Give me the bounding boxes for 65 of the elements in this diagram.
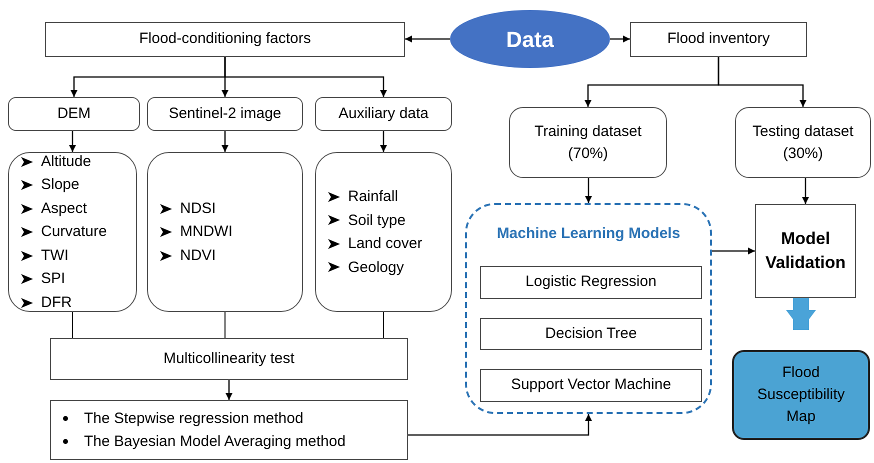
node-label: Multicollinearity test <box>164 348 294 369</box>
model-box <box>480 266 702 299</box>
node-label: Data <box>506 26 554 54</box>
arrow <box>380 131 387 152</box>
node-label: Aspect <box>41 198 87 219</box>
arrow <box>408 414 592 436</box>
node-label: The Bayesian Model Averaging method <box>84 432 346 452</box>
arrow <box>802 178 809 204</box>
block-arrow <box>786 298 816 330</box>
node-label: Decision Tree <box>545 324 637 344</box>
node-label: Soil type <box>348 210 406 230</box>
connector-line <box>72 312 73 338</box>
factor-list-box <box>8 152 137 312</box>
node-label: DEM <box>57 104 91 124</box>
model-group-box <box>465 203 712 414</box>
arrow <box>712 248 755 254</box>
node-label: Training dataset (70%) <box>533 122 642 164</box>
node-label: Land cover <box>348 234 422 254</box>
node-label: Slope <box>41 175 80 196</box>
factor-list-box <box>315 152 452 312</box>
validation-box <box>755 204 856 298</box>
arrow <box>222 131 228 152</box>
source-box <box>8 97 140 131</box>
group-title: Machine Learning Models <box>496 224 680 244</box>
connector-line <box>224 312 226 338</box>
node-label: Auxiliary data <box>338 104 429 124</box>
node-label: Geology <box>348 258 404 278</box>
node-label: Flood Susceptibility Map <box>756 363 846 427</box>
node-label: DFR <box>41 292 72 313</box>
node-label: Flood-conditioning factors <box>139 29 311 50</box>
arrow <box>224 57 387 97</box>
arrow <box>718 57 806 107</box>
source-box <box>315 97 452 131</box>
model-box <box>480 318 702 350</box>
node-label: The Stepwise regression method <box>84 408 304 428</box>
node-label: TWI <box>41 246 68 266</box>
node-label: Sentinel-2 image <box>168 104 282 124</box>
node-label: NDVI <box>180 246 216 266</box>
node-label: Rainfall <box>348 187 398 207</box>
node-label: Flood inventory <box>667 29 770 50</box>
node-label: MNDWI <box>180 222 232 242</box>
arrow <box>69 131 76 152</box>
arrow <box>585 178 592 203</box>
dataset-box <box>509 107 667 178</box>
arrow <box>405 36 450 42</box>
node-label: Testing dataset (30%) <box>752 122 854 164</box>
dataset-box <box>735 107 871 178</box>
process-box <box>630 22 807 57</box>
node-label: Model Validation <box>764 228 847 274</box>
result-box <box>732 350 870 440</box>
node-label: Altitude <box>41 152 92 172</box>
factor-list-box <box>147 152 303 312</box>
node-label: Curvature <box>41 222 107 242</box>
node-label: Support Vector Machine <box>510 375 672 396</box>
method-list-box <box>50 400 408 460</box>
node-label: NDSI <box>180 198 216 219</box>
model-box <box>480 369 702 402</box>
process-box <box>50 338 408 380</box>
node-label: Logistic Regression <box>526 272 656 292</box>
arrow <box>226 380 232 400</box>
node-label: SPI <box>41 269 66 290</box>
source-box <box>147 97 303 131</box>
process-box <box>45 22 405 57</box>
arrow <box>610 36 630 42</box>
connector-line <box>383 312 384 338</box>
